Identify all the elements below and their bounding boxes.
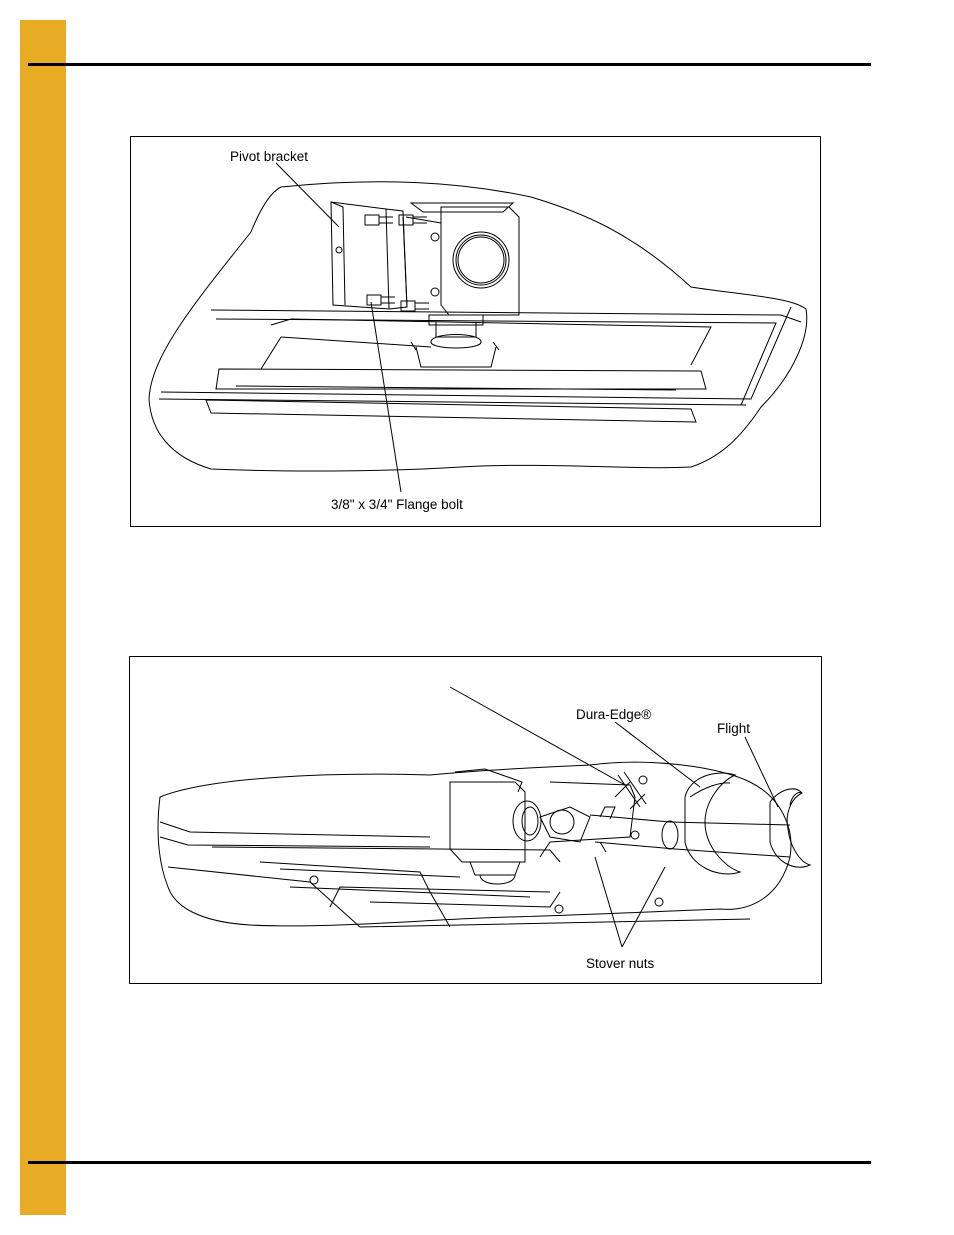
pivot-bracket-illustration (148, 162, 808, 493)
side-tab (20, 20, 66, 1215)
flight-label: Flight (717, 721, 751, 736)
header-rule (28, 63, 871, 66)
stover-nuts-label: Stover nuts (586, 956, 655, 971)
figure-pivot-bracket: Pivot bracket 3/8" x 3/4" Flange bolt (130, 136, 821, 527)
figure-flight-connection: Dura-Edge® Flight Stover nuts (129, 656, 822, 984)
pivot-bracket-label: Pivot bracket (230, 149, 309, 164)
flight-connection-illustration (157, 686, 812, 948)
footer-rule (28, 1161, 871, 1164)
flange-bolt-label: 3/8" x 3/4" Flange bolt (331, 497, 463, 512)
dura-edge-label: Dura-Edge® (576, 707, 652, 722)
